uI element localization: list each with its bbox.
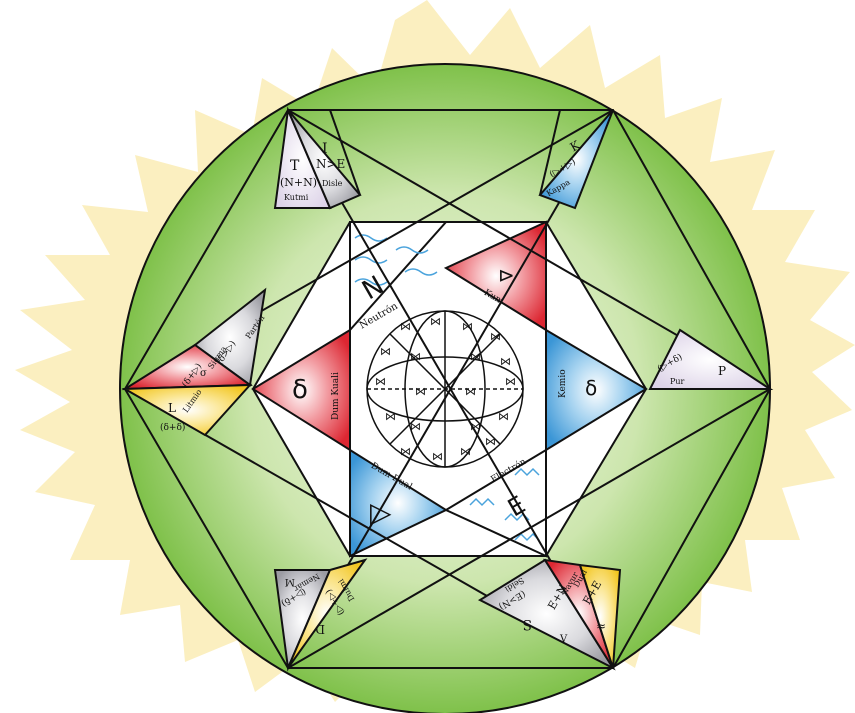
dual-letter: ≈	[596, 619, 606, 633]
seldi-letter: S	[522, 616, 532, 632]
kemio-symbol: δ	[585, 376, 597, 400]
svg-text:⋈: ⋈	[410, 420, 421, 433]
dum-kuali-name: Dum Kuali	[331, 372, 341, 420]
disle-formula: N>E	[316, 157, 345, 171]
svg-text:⋈: ⋈	[380, 345, 391, 358]
svg-text:⋈: ⋈	[485, 435, 496, 448]
svg-text:⋈: ⋈	[375, 375, 386, 388]
dulmi-letter: D	[315, 622, 325, 636]
kutmi-letter: T	[290, 158, 300, 174]
svg-text:⋈: ⋈	[410, 350, 421, 363]
kum-symbol: ⊳	[498, 263, 515, 287]
litmio-letter: L	[168, 401, 176, 415]
pur-letter: P	[718, 364, 726, 378]
svg-text:⋈: ⋈	[462, 320, 473, 333]
litmio-formula: (δ+δ)	[160, 422, 185, 433]
kemio-name: Kemio	[558, 369, 568, 398]
svg-text:⋈: ⋈	[415, 385, 426, 398]
dum-kuali-symbol: δ	[292, 375, 308, 405]
disle-letter: I	[322, 141, 328, 157]
svg-text:⋈: ⋈	[400, 445, 411, 458]
pur-name: Pur	[670, 377, 685, 386]
svg-text:⋈: ⋈	[498, 410, 509, 423]
disle-name: Disle	[322, 179, 343, 188]
dum-dual-symbol: ▷	[370, 496, 392, 529]
kutmi-formula: (N+N)	[280, 176, 317, 189]
svg-text:⋈: ⋈	[385, 410, 396, 423]
svg-text:⋈: ⋈	[400, 320, 411, 333]
svg-text:⋈: ⋈	[432, 450, 443, 463]
svg-text:⋈: ⋈	[430, 315, 441, 328]
svg-text:⋈: ⋈	[490, 330, 501, 343]
navur-letter: V	[559, 634, 568, 645]
svg-text:⋈: ⋈	[500, 355, 511, 368]
svg-text:⋈: ⋈	[505, 375, 516, 388]
svg-text:⋈: ⋈	[460, 445, 471, 458]
kutmi-name: Kutmi	[284, 193, 309, 202]
svg-text:⋈: ⋈	[465, 385, 476, 398]
